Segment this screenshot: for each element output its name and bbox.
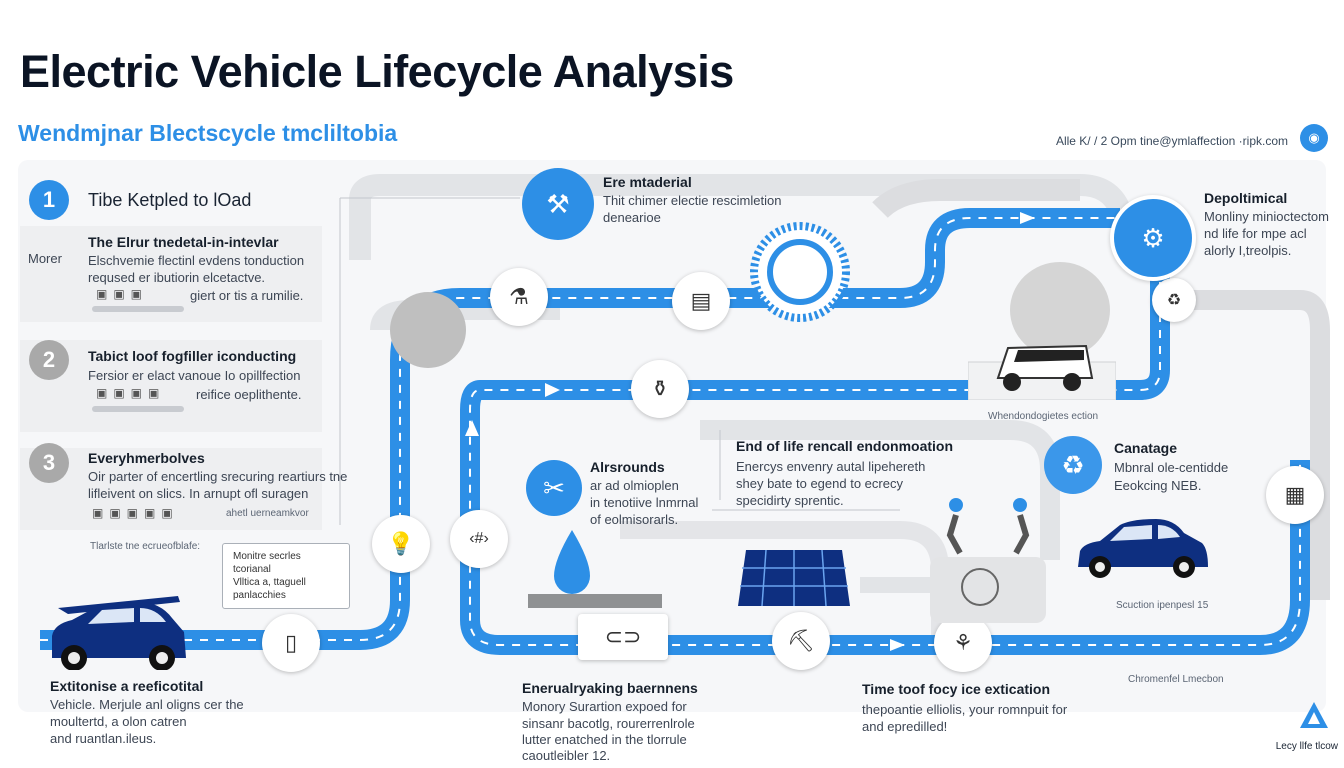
bottom-mid-heading: Enerualryaking baernnens	[522, 680, 698, 696]
step-text-1a: Elschvemie flectinl evdens tonduction	[88, 253, 305, 268]
bottom-left-text-2: moultertd, a olon catren	[50, 714, 187, 729]
recycling-gear-ring-icon	[750, 222, 850, 322]
step-number-3: 3	[29, 443, 69, 483]
top-right-text-3: alorly I,treolpis.	[1204, 243, 1292, 258]
flask-node[interactable]: ⚗	[490, 268, 548, 326]
step-icons-2: ▣▣▣▣	[96, 386, 166, 400]
step-side-label: Morer	[28, 251, 62, 266]
step-icons-1: ▣▣▣	[96, 287, 149, 301]
plant-pot-node[interactable]: ⚘	[934, 614, 992, 672]
lantern-node[interactable]: ⚱	[631, 360, 689, 418]
mid-left-heading: Alrsrounds	[590, 459, 665, 475]
step-number-1: 1	[29, 180, 69, 220]
top-right-heading: Depoltimical	[1204, 190, 1288, 206]
step-text-2a: Fersior er elact vanoue Io opillfection	[88, 368, 301, 383]
step-text-1b: reqused er ibutiorin elcetactve.	[88, 270, 266, 285]
battery-cell-node[interactable]: ▯	[262, 614, 320, 672]
step-text-2b: reifice oeplithente.	[196, 387, 302, 402]
mid-center-text-2: shey bate to egend to ecrecy	[736, 476, 903, 491]
car-caption: Scuction ipenpesl 15	[1116, 600, 1209, 611]
bottom-left-heading: Extitonise a reeficotital	[50, 678, 204, 694]
mining-node[interactable]: ⛏	[772, 612, 830, 670]
bottom-mid-text-1: Monory Surartion expoed for	[522, 699, 687, 714]
bottom-right-heading: Time toof focy ice extication	[862, 681, 1051, 697]
bottom-left-text-3: and ruantlan.ileus.	[50, 731, 157, 746]
battery-pack-node[interactable]: ▤	[672, 272, 730, 330]
battery-pack-tray[interactable]: ⊂⊃	[578, 614, 668, 660]
mid-left-text-2: in tenotiive lnmrnal	[590, 495, 699, 510]
page-subtitle: Wendmjnar Blectscycle tmcliltobia	[18, 120, 398, 146]
factory-icon[interactable]: ⚒	[522, 168, 594, 240]
car-right-icon	[1078, 519, 1208, 578]
step-text-1c: giert or tis a rumilie.	[190, 288, 304, 303]
step-bar-1	[92, 306, 184, 312]
info-box-line-1: Monitre secrles tcorianal	[233, 551, 301, 575]
info-box-line-2: Vlltica a, ttaguell	[233, 577, 306, 588]
step-bar-2	[92, 406, 184, 412]
step-heading-1: Tibe Ketpled to lOad	[88, 190, 252, 210]
info-box: Monitre secrles tcorianal Vlltica a, tta…	[222, 543, 350, 609]
mid-center-heading: End of life rencall endonmoation	[736, 438, 954, 454]
mid-right-text-1: Mbnral ole-centidde	[1114, 460, 1229, 475]
solar-panel-icon	[738, 549, 850, 607]
small-caption: Tlarlste tne ecrueofblafe:	[90, 541, 201, 552]
step-heading-3: Everyhmerbolves	[88, 450, 205, 466]
step-card-2	[20, 340, 322, 432]
bottom-right-text-1: thepoantie elliolis, your romnpuit for	[862, 702, 1068, 717]
car-left-icon	[52, 596, 186, 670]
battery-disassembly-icon[interactable]: ⚙	[1110, 195, 1196, 281]
bottom-mid-text-4: caoutleibler 12.	[522, 748, 611, 763]
step-text-3a: Oir parter of encertling srecuring reart…	[88, 469, 348, 484]
mid-left-text-1: ar ad olmioplen	[590, 478, 679, 493]
header-meta: Alle K/ / 2 Opm tine@ymlaffection ·ripk.…	[1055, 134, 1288, 148]
code-node[interactable]: ‹#›	[450, 510, 508, 568]
battery-modules-node[interactable]: ▦	[1266, 466, 1324, 524]
brand-logo-icon	[1300, 702, 1328, 728]
top-center-text-1: Thit chimer electie rescimletion	[603, 193, 782, 208]
lightbulb-node[interactable]: 💡	[372, 515, 430, 573]
recycle-badge-node[interactable]: ♻	[1152, 278, 1196, 322]
top-right-text-2: nd life for mpe acl	[1204, 226, 1307, 241]
step-icons-3: ▣▣▣▣▣	[92, 506, 179, 520]
footer-logo-text: Lecy llfe tlcow	[1275, 741, 1338, 752]
recycle-icon[interactable]: ♻	[1044, 436, 1102, 494]
page-title: Electric Vehicle Lifecycle Analysis	[20, 46, 734, 97]
bottom-right-text-2: and epredilled!	[862, 719, 948, 734]
right-caption: Chromenfel Lmecbon	[1128, 674, 1224, 685]
robot-arm-station-icon	[930, 498, 1046, 623]
mid-center-text-1: Enercys envenry autal lipehereth	[736, 459, 926, 474]
step-number-2: 2	[29, 340, 69, 380]
step-text-3c: ahetl uerneamkvor	[226, 508, 309, 519]
mid-center-text-3: specidirty sprentic.	[736, 493, 844, 508]
step-subheading-1: The Elrur tnedetal-in-intevlar	[88, 234, 279, 250]
step-card-3	[20, 448, 322, 530]
globe-icon[interactable]: ◉	[1300, 124, 1328, 152]
top-right-text-1: Monliny minioctectom	[1204, 209, 1329, 224]
bottom-mid-text-3: lutter enatched in the tlorrule	[522, 732, 687, 747]
water-drop-icon	[528, 530, 662, 608]
mid-right-text-2: Eeokcing NEB.	[1114, 478, 1202, 493]
mid-left-text-3: of eolmisorarls.	[590, 512, 679, 527]
bottom-left-text-1: Vehicle. Merjule anl oligns cer the	[50, 697, 244, 712]
mid-right-heading: Canatage	[1114, 440, 1178, 456]
top-center-heading: Ere mtaderial	[603, 174, 692, 190]
van-icon	[968, 344, 1116, 400]
van-caption: Whendondogietes ection	[988, 411, 1099, 422]
mining-hands-icon[interactable]: ✂	[526, 460, 582, 516]
top-center-text-2: denearioe	[603, 210, 661, 225]
step-heading-2: Tabict loof fogfiller iconducting	[88, 348, 297, 364]
step-text-3b: lifleivent on slics. In arnupt ofl surag…	[88, 486, 309, 501]
bottom-mid-text-2: sinsanr bacotlg, rourerrenlrole	[522, 716, 695, 731]
info-box-line-3: panlacchies	[233, 590, 286, 601]
